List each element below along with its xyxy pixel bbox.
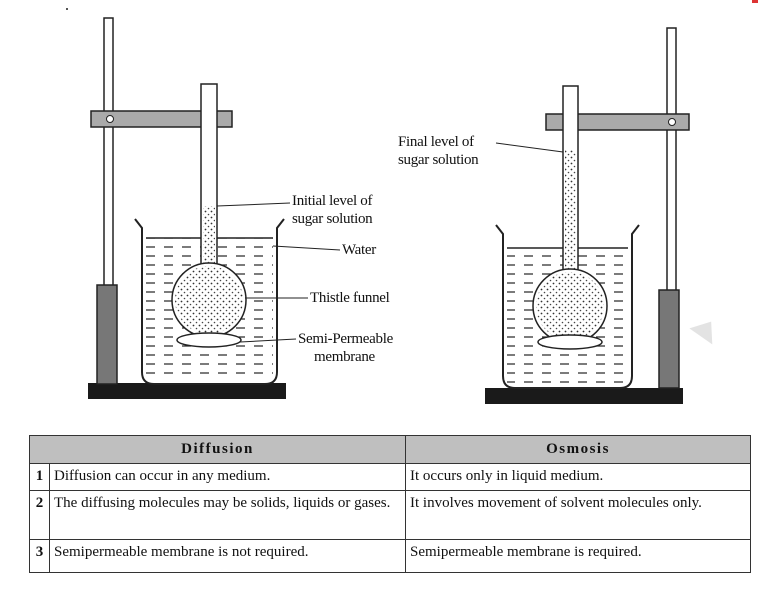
row-number: 3 (29, 539, 50, 573)
label-membrane-line2: membrane (314, 349, 375, 365)
table-row: 1 Diffusion can occur in any medium. It … (29, 463, 751, 491)
table-row: 3 Semipermeable membrane is not required… (29, 539, 751, 573)
corner-mark (752, 0, 758, 3)
left-membrane (176, 332, 242, 348)
diffusion-cell: The diffusing molecules may be solids, l… (49, 490, 406, 540)
header-diffusion: Diffusion (29, 435, 406, 464)
right-stand-sleeve (658, 289, 680, 389)
left-stand-rod (103, 17, 114, 299)
osmosis-cell: It involves movement of solvent molecule… (405, 490, 751, 540)
label-initial-level-line2: sugar solution (292, 211, 373, 227)
right-clamp (545, 113, 690, 131)
row-number: 2 (29, 490, 50, 540)
table-row: 2 The diffusing molecules may be solids,… (29, 490, 751, 540)
label-initial-level: Initial level of sugar solution (292, 192, 373, 228)
label-final-level-line1: Final level of (398, 134, 474, 150)
label-thistle-funnel: Thistle funnel (310, 290, 390, 306)
left-beaker (134, 218, 285, 385)
header-osmosis: Osmosis (405, 435, 751, 464)
label-initial-level-line1: Initial level of (292, 193, 373, 209)
label-water: Water (342, 242, 376, 258)
right-base (485, 388, 683, 404)
right-stand-rod (666, 27, 677, 295)
diffusion-cell: Diffusion can occur in any medium. (49, 463, 406, 491)
label-membrane: Semi-Permeable membrane (298, 330, 393, 366)
label-final-level: Final level of sugar solution (398, 133, 479, 169)
label-final-level-line2: sugar solution (398, 152, 479, 168)
row-number: 1 (29, 463, 50, 491)
right-membrane (537, 334, 603, 350)
left-stand-sleeve (96, 284, 118, 385)
stray-dot (66, 8, 68, 10)
right-apparatus (485, 27, 690, 404)
left-base (88, 383, 286, 399)
osmosis-cell: It occurs only in liquid medium. (405, 463, 751, 491)
right-beaker (495, 224, 640, 389)
comparison-table: Diffusion Osmosis 1 Diffusion can occur … (29, 435, 751, 573)
osmosis-apparatus-diagram (88, 17, 690, 404)
left-clamp (90, 110, 233, 128)
diffusion-cell: Semipermeable membrane is not required. (49, 539, 406, 573)
label-membrane-line1: Semi-Permeable (298, 331, 393, 347)
table-header-row: Diffusion Osmosis (29, 435, 751, 464)
osmosis-cell: Semipermeable membrane is required. (405, 539, 751, 573)
left-apparatus (88, 17, 341, 399)
